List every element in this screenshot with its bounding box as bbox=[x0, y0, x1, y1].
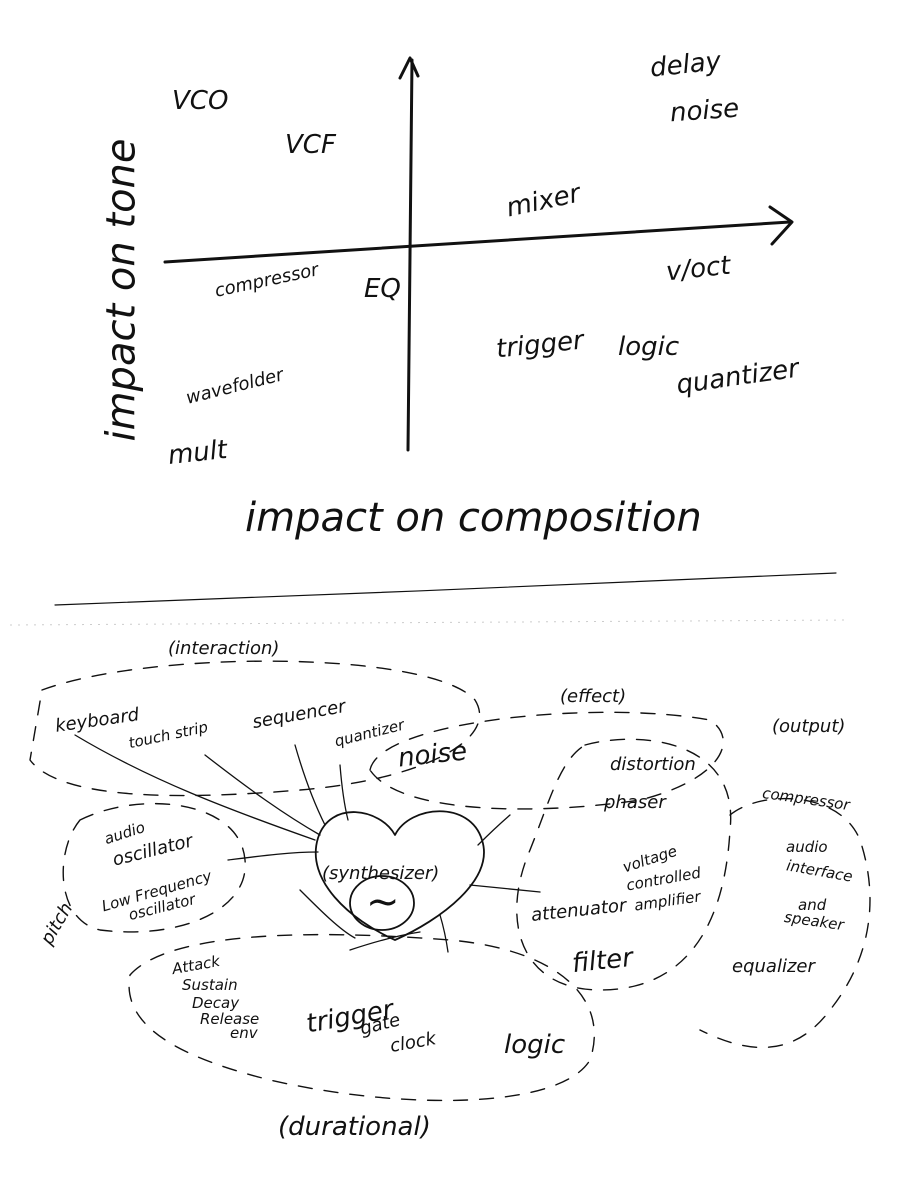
section-divider bbox=[54, 572, 837, 606]
eq-label: EQ bbox=[364, 274, 401, 304]
speaker-label-1: and bbox=[798, 896, 827, 914]
y-axis-line bbox=[406, 58, 414, 452]
logic-label: logic bbox=[618, 332, 680, 362]
noise-cluster bbox=[369, 711, 724, 810]
audio-interface-label-1: audio bbox=[786, 838, 828, 856]
attenuator-connector bbox=[469, 884, 541, 893]
oscillator-connector bbox=[227, 851, 319, 861]
interaction-group-label: (interaction) bbox=[168, 638, 280, 659]
keyboard-connector bbox=[74, 734, 316, 841]
vco-label: VCO bbox=[172, 86, 229, 116]
sequencer-connector bbox=[294, 744, 326, 826]
x-axis-title: impact on composition bbox=[245, 495, 702, 541]
phaser-connector bbox=[477, 814, 511, 846]
interaction-cluster bbox=[29, 660, 481, 797]
durational-group-label: (durational) bbox=[278, 1112, 431, 1142]
vcf-label: VCF bbox=[285, 130, 336, 160]
mult-label: mult bbox=[166, 434, 229, 472]
filter-label: filter bbox=[570, 942, 635, 980]
synthesizer-inner-circle bbox=[349, 875, 415, 931]
trigger-connector-2 bbox=[439, 914, 449, 953]
x-axis-line bbox=[163, 220, 792, 264]
adsr-label-release: Release bbox=[200, 1010, 260, 1028]
output-group-label: (output) bbox=[772, 716, 846, 737]
adsr-label-decay: Decay bbox=[192, 994, 240, 1012]
quantizer-connector bbox=[339, 764, 349, 821]
touch-strip-connector bbox=[204, 754, 321, 836]
output-cluster bbox=[699, 797, 871, 1049]
adsr-label-sustain: Sustain bbox=[182, 976, 238, 994]
phaser-label: phaser bbox=[604, 792, 666, 813]
section-divider-faint bbox=[9, 619, 851, 626]
adsr-label-env: env bbox=[230, 1024, 258, 1042]
delay-label: delay bbox=[648, 46, 723, 84]
x-axis-arrowhead bbox=[768, 205, 794, 246]
noise-label: noise bbox=[669, 93, 741, 129]
synthesizer-label: (synthesizer) bbox=[322, 863, 440, 884]
distortion-label: distortion bbox=[610, 754, 696, 775]
y-axis-title: impact on tone bbox=[98, 138, 145, 442]
equalizer-label: equalizer bbox=[732, 956, 815, 977]
y-axis-arrowhead bbox=[398, 56, 420, 80]
logic-node-label: logic bbox=[504, 1030, 566, 1060]
synthesizer-wave-symbol: ~ bbox=[366, 879, 400, 925]
trigger-connector-1 bbox=[349, 931, 421, 951]
synthesizer-heart bbox=[315, 810, 485, 941]
voct-label: v/oct bbox=[664, 250, 732, 288]
noise-node-label: noise bbox=[396, 736, 469, 774]
adsr-connector bbox=[299, 889, 356, 939]
effect-group-label: (effect) bbox=[560, 686, 627, 707]
